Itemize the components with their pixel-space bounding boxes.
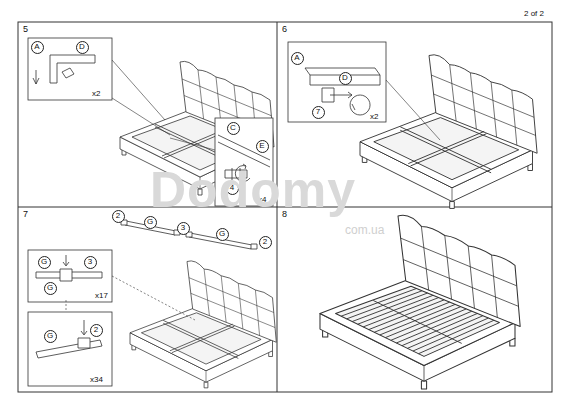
callout-circle: 3 bbox=[84, 256, 97, 269]
callout-circle: E bbox=[256, 140, 269, 153]
callout-circle: G bbox=[216, 228, 229, 241]
quantity: x17 bbox=[95, 292, 108, 300]
callout-circle: G bbox=[144, 216, 157, 229]
callout-circle: 2 bbox=[90, 324, 103, 337]
callout-letter: D bbox=[79, 43, 85, 51]
callout-circle: 3 bbox=[177, 222, 190, 235]
callout-circle: D bbox=[339, 72, 352, 85]
page-number: 2 of 2 bbox=[524, 10, 544, 18]
callout-letter: G bbox=[47, 332, 53, 340]
callout-letter: E bbox=[259, 142, 264, 150]
callout-letter: G bbox=[219, 230, 225, 238]
step-number: 5 bbox=[23, 25, 28, 34]
callout-circle: 7 bbox=[312, 106, 325, 119]
callout-letter: D bbox=[342, 74, 348, 82]
watermark: Dodomy bbox=[150, 165, 356, 215]
watermark: com.ua bbox=[345, 224, 384, 236]
callout-circle: A bbox=[31, 41, 44, 54]
callout-circle: 2 bbox=[259, 236, 272, 249]
callout-letter: 3 bbox=[88, 258, 92, 266]
quantity: x2 bbox=[370, 113, 378, 121]
callout-letter: A bbox=[294, 54, 299, 62]
callout-letter: A bbox=[34, 43, 39, 51]
callout-letter: 2 bbox=[116, 212, 120, 220]
callout-letter: G bbox=[147, 218, 153, 226]
callout-circle: G bbox=[38, 256, 51, 269]
quantity: x2 bbox=[92, 90, 100, 98]
callout-letter: 2 bbox=[94, 326, 98, 334]
callout-circle: G bbox=[44, 282, 57, 295]
callout-letter: 7 bbox=[316, 108, 320, 116]
callout-circle: A bbox=[291, 52, 304, 65]
step-number: 7 bbox=[23, 210, 28, 219]
callout-circle: C bbox=[227, 122, 240, 135]
quantity: x34 bbox=[90, 376, 103, 384]
callout-letter: G bbox=[47, 284, 53, 292]
callout-letter: 2 bbox=[263, 238, 267, 246]
callout-circle: 2 bbox=[112, 210, 125, 223]
callout-circle: D bbox=[76, 41, 89, 54]
callout-circle: G bbox=[44, 330, 57, 343]
callout-letter: 3 bbox=[181, 224, 185, 232]
step-number: 6 bbox=[282, 25, 287, 34]
callout-letter: G bbox=[41, 258, 47, 266]
callout-letter: C bbox=[230, 124, 236, 132]
